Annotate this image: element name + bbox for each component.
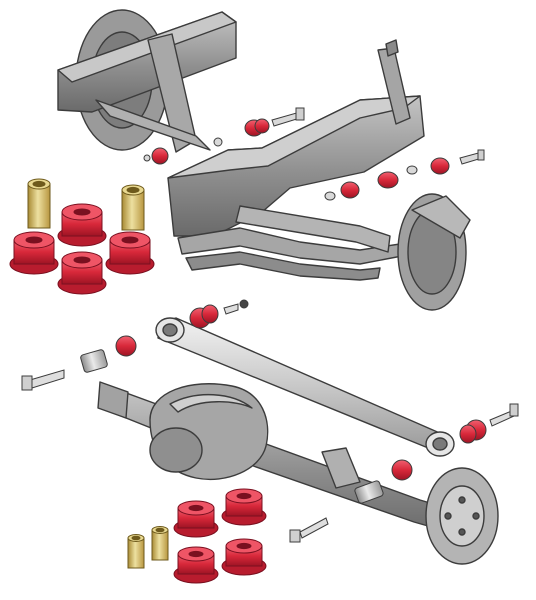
gold-sleeve <box>151 526 169 561</box>
upper-frame-assembly <box>57 9 471 311</box>
lower-bushing-kit <box>127 488 267 584</box>
upper-bushing-kit <box>9 178 155 295</box>
red-bushing <box>173 500 219 538</box>
red-bushing <box>173 546 219 584</box>
upper-hardware <box>143 107 485 201</box>
red-bushing <box>57 203 107 247</box>
gold-sleeve <box>127 534 145 569</box>
red-bushing <box>105 231 155 275</box>
red-bushing <box>221 488 267 526</box>
red-bushing <box>57 251 107 295</box>
gold-sleeve <box>121 184 145 231</box>
red-bushing <box>221 538 267 576</box>
gold-sleeve <box>27 178 51 229</box>
lower-hardware <box>21 299 519 543</box>
red-bushing <box>9 231 59 275</box>
